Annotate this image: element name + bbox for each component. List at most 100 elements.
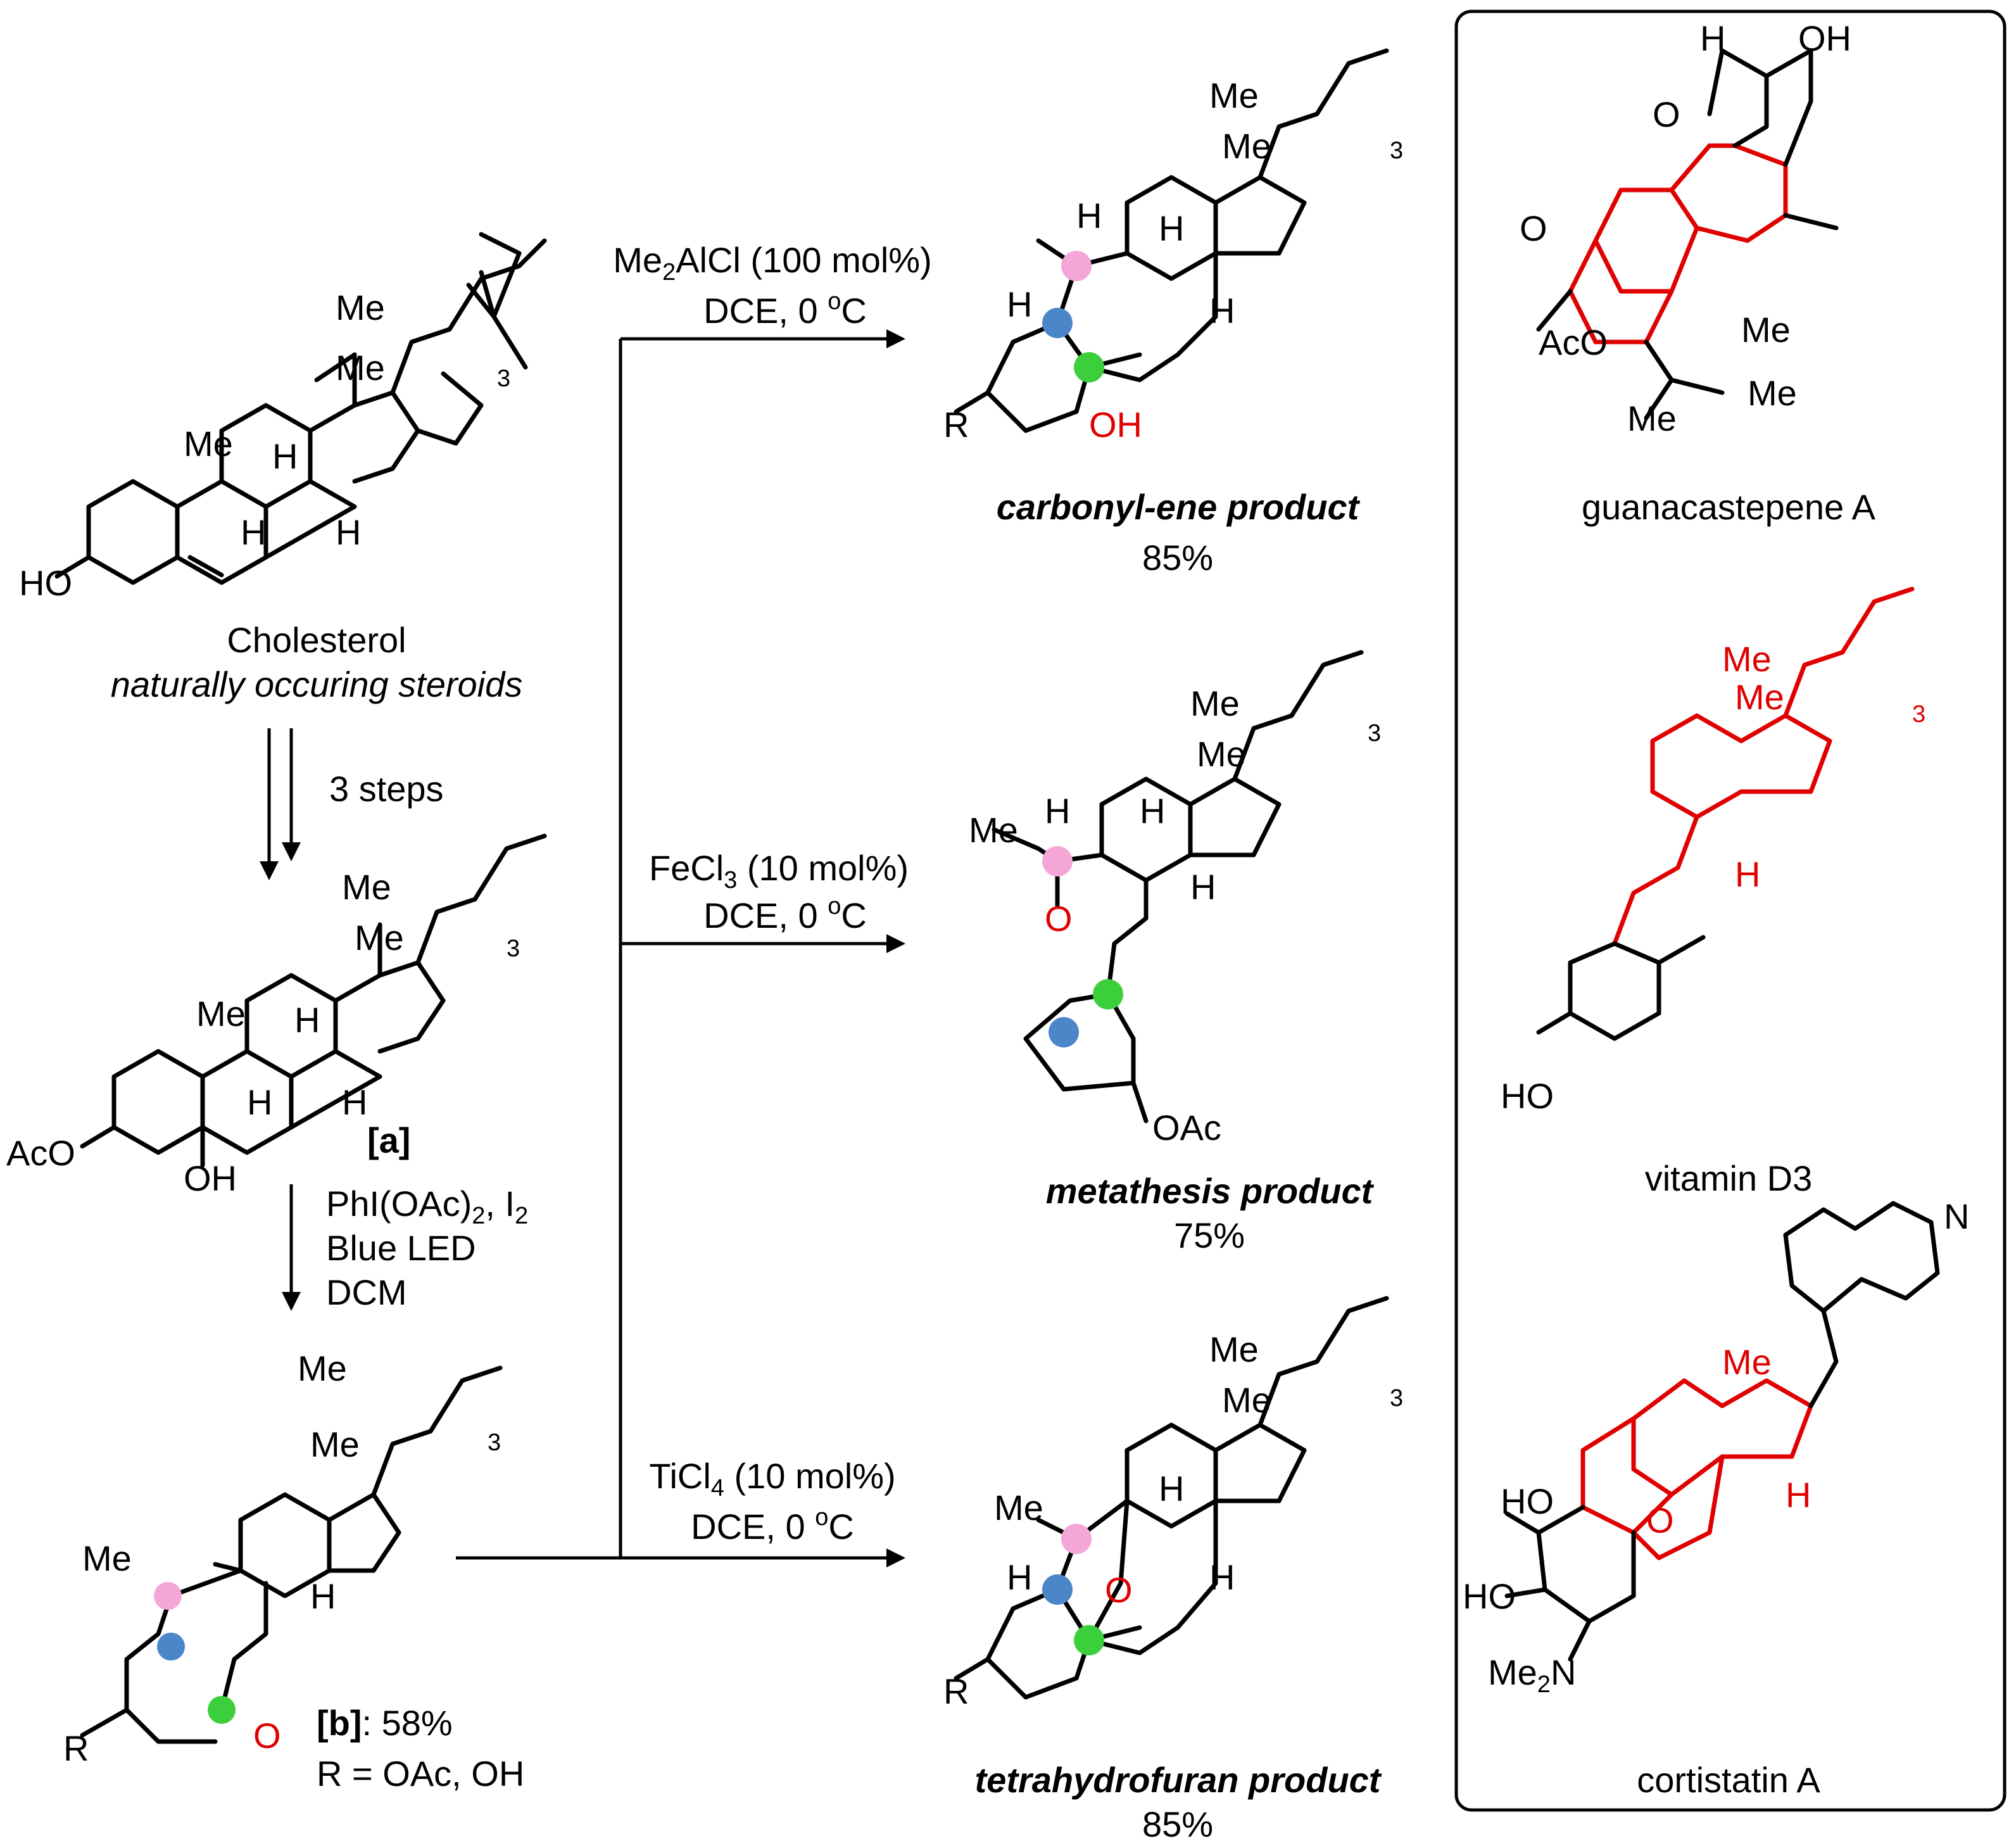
ene-me-label: Me: [1209, 75, 1259, 115]
b-o-label: O: [253, 1716, 281, 1756]
cholesterol-me-label-3: Me: [336, 288, 385, 327]
a-me-label: Me: [196, 994, 246, 1034]
step2-line2: Blue LED: [326, 1228, 476, 1268]
guana-o-label-2: O: [1520, 208, 1547, 248]
meta-me-label-2: Me: [1197, 734, 1246, 774]
ene-h-label-4: H: [1007, 284, 1032, 324]
thf-h-label-3: H: [1007, 1557, 1032, 1597]
thf-o-label: O: [1105, 1570, 1133, 1610]
meta-blue-marker: [1049, 1017, 1079, 1047]
d3-ho-label: HO: [1501, 1076, 1554, 1116]
a-me-label-2: Me: [355, 918, 404, 958]
a-aco-label: AcO: [6, 1133, 75, 1173]
guana-me-label: Me: [1741, 310, 1791, 350]
np2-name: vitamin D3: [1645, 1158, 1813, 1198]
b-sub3: 3: [488, 1429, 501, 1456]
cort-me2n-label: Me2N: [1488, 1652, 1576, 1698]
cort-n-label: N: [1944, 1196, 1969, 1236]
cort-o-label: O: [1646, 1500, 1674, 1540]
branch3-cond: DCE, 0 oC: [691, 1504, 854, 1547]
guanacastepene-structure: [1536, 48, 1839, 421]
a-h-label-2: H: [247, 1082, 272, 1122]
meta-me-label-3: Me: [969, 810, 1018, 850]
a-sub3: 3: [507, 935, 520, 962]
b-r-def: R = OAc, OH: [317, 1754, 524, 1794]
b-r-label: R: [63, 1728, 89, 1768]
cortistatin-structure: [1504, 1201, 1940, 1662]
cholesterol-h-label-2: H: [241, 512, 266, 552]
start-desc: naturally occuring steroids: [111, 664, 523, 704]
branch1-cond: DCE, 0 oC: [703, 288, 867, 331]
meta-green-marker: [1093, 979, 1123, 1009]
step1-label: 3 steps: [329, 769, 444, 809]
b-pink-marker: [154, 1582, 182, 1610]
thf-h-label-1: H: [1159, 1469, 1184, 1509]
product3-yield: 85%: [1142, 1804, 1213, 1841]
natural-products-box: [1454, 9, 2007, 1812]
branch1-reagent: Me2AlCl (100 mol%): [613, 240, 932, 286]
a-me-label-3: Me: [342, 867, 391, 907]
a-h-label-3: H: [342, 1082, 367, 1122]
ene-blue-marker: [1042, 308, 1073, 338]
ene-pink-marker: [1061, 251, 1092, 281]
thf-me-label-3: Me: [994, 1488, 1043, 1528]
intermediate-a-label: [a]: [367, 1120, 410, 1160]
metathesis-structure: [992, 650, 1364, 1123]
thf-green-marker: [1074, 1625, 1104, 1655]
branch-arrows: [456, 329, 905, 1567]
guana-o-label: O: [1653, 94, 1680, 134]
cholesterol-ho-label: HO: [19, 563, 72, 603]
intermediate-a-structure: [80, 833, 547, 1168]
cholesterol-h-label-3: H: [336, 512, 361, 552]
arrow-step2: [282, 1184, 301, 1311]
thf-sub3: 3: [1390, 1385, 1403, 1412]
a-h-label-1: H: [294, 1000, 320, 1040]
cort-h-label: H: [1786, 1475, 1811, 1515]
guana-h-label: H: [1700, 18, 1725, 58]
thf-me-label: Me: [1209, 1329, 1259, 1369]
vitamin-d3-structure: [1536, 586, 1915, 1041]
product2-yield: 75%: [1174, 1215, 1245, 1255]
b-me-label: Me: [82, 1538, 132, 1578]
np3-name: cortistatin A: [1637, 1760, 1820, 1800]
thf-h-label-2: H: [1209, 1557, 1235, 1597]
meta-sub3: 3: [1368, 720, 1381, 747]
start-name: Cholesterol: [227, 620, 406, 660]
b-green-marker: [208, 1696, 236, 1724]
cholesterol-me-label: Me: [184, 424, 233, 464]
ene-h-label-2: H: [1159, 208, 1184, 248]
meta-pink-marker: [1042, 846, 1073, 876]
meta-o-label: O: [1045, 899, 1073, 939]
b-blue-marker: [157, 1633, 185, 1661]
ene-green-marker: [1074, 352, 1104, 383]
b-me-label-2: Me: [298, 1348, 347, 1388]
intermediate-b-structure: [80, 1365, 503, 1744]
d3-h-label: H: [1735, 854, 1760, 894]
a-oh-label: OH: [184, 1158, 237, 1198]
d3-me-label-2: Me: [1735, 677, 1784, 717]
carbonyl-ene-structure: [954, 48, 1389, 433]
b-yield: [b]: 58%: [317, 1703, 453, 1743]
meta-me-label: Me: [1190, 683, 1240, 723]
branch3-reagent: TiCl4 (10 mol%): [649, 1456, 895, 1502]
cort-me-label: Me: [1722, 1342, 1772, 1382]
cholesterol-sub3: 3: [497, 365, 510, 392]
meta-h-label-2: H: [1140, 791, 1165, 831]
meta-h-label-1: H: [1045, 791, 1070, 831]
cholesterol-me-label-2: Me: [336, 348, 385, 388]
arrow-3-steps: [260, 728, 301, 880]
cholesterol-structure: [54, 232, 547, 585]
branch2-cond: DCE, 0 oC: [703, 893, 867, 935]
product1-yield: 85%: [1142, 538, 1213, 578]
product1-name: carbonyl-ene product: [997, 487, 1361, 527]
ene-h-label-3: H: [1209, 291, 1235, 331]
step2-line1: PhI(OAc)2, I2: [326, 1184, 528, 1229]
ene-h-label-1: H: [1076, 196, 1102, 236]
meta-oac-label: OAc: [1152, 1108, 1221, 1148]
thf-pink-marker: [1061, 1524, 1092, 1554]
ene-sub3: 3: [1390, 137, 1403, 164]
ene-oh-label: OH: [1089, 405, 1142, 445]
guana-me-label-2: Me: [1627, 398, 1677, 438]
cort-ho-label-2: HO: [1463, 1576, 1516, 1616]
